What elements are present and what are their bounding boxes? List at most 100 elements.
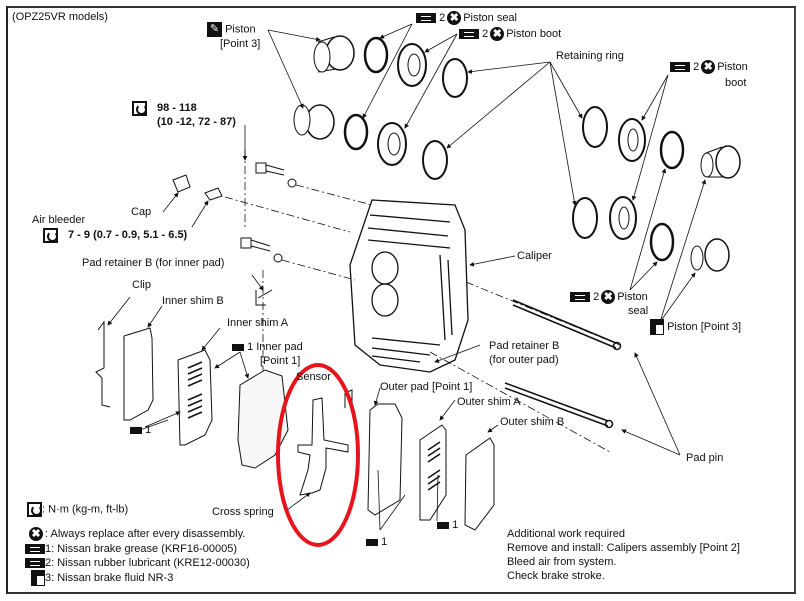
piston-lower-left — [293, 104, 335, 140]
piston-boot-upper-left — [397, 43, 427, 87]
label-caliper: Caliper — [517, 250, 552, 262]
inner-shim-a — [177, 349, 213, 446]
label-pad-retainer-outer-1: Pad retainer B — [489, 340, 560, 352]
piston-boot-lower-right — [609, 196, 637, 240]
label-piston-boot-right: 2✖Piston — [670, 60, 748, 74]
replace-x-icon: ✖ — [447, 11, 462, 25]
piston-seal-upper-left — [363, 36, 389, 74]
label-sensor: Sensor — [296, 371, 331, 383]
label-inner-shim-b: Inner shim B — [162, 295, 224, 307]
piston-seal-lower-right — [649, 222, 675, 262]
label-torque-bolt-2: (10 -12, 72 - 87) — [157, 116, 236, 128]
legend-torque: : N·m (kg-m, ft-lb) — [27, 502, 128, 517]
pencil-icon: ✎ — [207, 22, 222, 37]
caliper-body — [349, 199, 469, 373]
label-air-bleeder: Air bleeder — [32, 214, 86, 226]
grease-icon — [670, 62, 690, 72]
legend-item1: 1: Nissan brake grease (KRF16-00005) — [25, 543, 237, 556]
label-piston-seal-top: 2✖Piston seal — [416, 11, 517, 25]
inner-shim-b — [123, 327, 154, 421]
label-pad-retainer-inner: Pad retainer B (for inner pad) — [82, 257, 225, 269]
diagram-frame — [6, 6, 796, 594]
grease-icon — [25, 558, 45, 569]
pad-retainer-inner — [255, 289, 273, 306]
retaining-ring-2 — [422, 140, 448, 180]
outer-shim-b — [464, 437, 495, 531]
retaining-ring-1 — [442, 58, 468, 98]
label-inner-pad-point: [Point 1] — [260, 355, 301, 367]
label-piston-top-point: [Point 3] — [220, 38, 261, 50]
replace-x-icon: ✖ — [29, 527, 43, 541]
notes-line1: Remove and install: Calipers assembly [P… — [507, 542, 740, 554]
clip-part — [95, 320, 111, 408]
replace-x-icon: ✖ — [701, 60, 716, 74]
label-retaining-ring: Retaining ring — [556, 50, 624, 62]
piston-boot-upper-right — [618, 118, 646, 162]
piston-upper-left — [313, 35, 355, 73]
label-air-bleeder-torque: 7 - 9 (0.7 - 0.9, 5.1 - 6.5) — [68, 229, 188, 241]
label-grease-outer-shim: 1 — [437, 519, 458, 532]
grease-icon — [130, 426, 142, 434]
legend-item3: 3: Nissan brake fluid NR-3 — [31, 570, 173, 586]
grease-icon — [459, 29, 479, 39]
label-grease-outer-pad: 1 — [366, 536, 387, 549]
highlight-ellipse — [276, 363, 360, 547]
piston-upper-right — [700, 145, 741, 179]
torque-icon-bolt — [132, 101, 147, 116]
label-outer-pad: Outer pad [Point 1] — [380, 381, 473, 393]
torque-wrench-icon — [43, 228, 58, 243]
grease-icon — [25, 544, 45, 555]
grease-icon — [416, 13, 436, 23]
piston-boot-lower-left — [377, 122, 407, 166]
model-label: (OPZ25VR models) — [12, 11, 108, 23]
grease-icon — [366, 538, 378, 546]
label-inner-shim-a: Inner shim A — [227, 317, 289, 329]
piston-seal-lower-left — [343, 113, 369, 151]
label-piston-boot-top: 2✖Piston boot — [459, 27, 561, 41]
cap-part — [172, 174, 191, 193]
outer-shim-a — [419, 424, 447, 521]
pad-pin-upper — [512, 299, 622, 351]
piston-seal-upper-right — [659, 130, 685, 170]
torque-icon-bleeder — [43, 228, 58, 243]
retaining-ring-4 — [572, 197, 598, 239]
grease-icon — [232, 343, 244, 351]
label-clip: Clip — [132, 279, 151, 291]
air-bleeder-part — [204, 187, 223, 201]
label-piston-seal-right: 2✖Piston — [570, 290, 648, 304]
torque-wrench-icon — [132, 101, 147, 116]
replace-x-icon: ✖ — [490, 27, 505, 41]
caliper-bolt-lower — [240, 237, 283, 263]
brake-fluid-icon — [650, 319, 664, 335]
caliper-bolt-upper — [255, 162, 297, 188]
pad-pin-lower — [504, 382, 614, 429]
label-outer-shim-a: Outer shim A — [457, 396, 521, 408]
label-piston-boot-right-2: boot — [725, 77, 747, 89]
label-piston-right: Piston [Point 3] — [650, 319, 741, 335]
replace-x-icon: ✖ — [601, 290, 616, 304]
grease-icon — [570, 292, 590, 302]
legend-replace: ✖: Always replace after every disassembl… — [27, 527, 245, 541]
label-outer-shim-b: Outer shim B — [500, 416, 565, 428]
notes-line2: Bleed air from system. — [507, 556, 617, 568]
legend-item2: 2: Nissan rubber lubricant (KRE12-00030) — [25, 557, 250, 570]
piston-lower-right — [690, 238, 730, 272]
outer-pad — [367, 403, 403, 516]
inner-pad — [237, 369, 289, 469]
label-inner-pad: 1 Inner pad — [232, 341, 303, 354]
notes-title: Additional work required — [507, 528, 626, 540]
brake-fluid-icon — [31, 570, 45, 586]
label-cross-spring: Cross spring — [212, 506, 274, 518]
label-torque-bolt-1: 98 - 118 — [157, 102, 197, 114]
label-grease-inner-shim: 1 — [130, 424, 151, 437]
label-pad-retainer-outer-2: (for outer pad) — [489, 354, 559, 366]
torque-wrench-icon — [27, 502, 42, 517]
label-pad-pin: Pad pin — [686, 452, 724, 464]
label-piston-top: ✎ Piston — [207, 22, 256, 37]
notes-line3: Check brake stroke. — [507, 570, 605, 582]
label-cap: Cap — [131, 206, 152, 218]
grease-icon — [437, 521, 449, 529]
retaining-ring-3 — [582, 106, 608, 148]
cross-spring-part — [297, 397, 349, 496]
